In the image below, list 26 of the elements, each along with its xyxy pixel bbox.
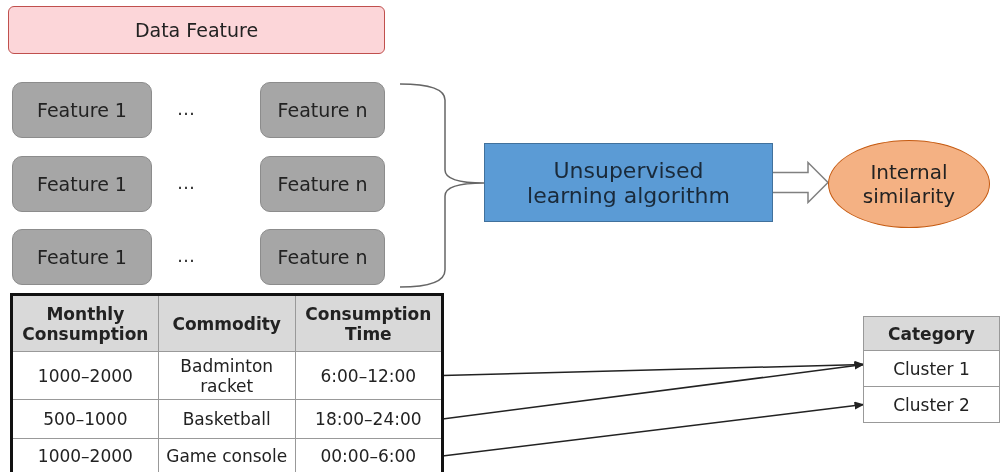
table-header-cell: Commodity xyxy=(158,294,296,352)
block-arrow xyxy=(772,160,830,205)
ellipsis-text: … xyxy=(177,98,195,119)
process-box: Unsupervised learning algorithm xyxy=(484,143,773,222)
table-cell: Badminton racket xyxy=(158,351,296,400)
table-cell: Cluster 1 xyxy=(863,350,1000,387)
table-header-cell: Monthly Consumption xyxy=(11,294,159,352)
table-header-cell: Consumption Time xyxy=(295,294,443,352)
table-cell: Cluster 2 xyxy=(863,386,1000,423)
arrow xyxy=(441,401,865,457)
arrow xyxy=(441,360,865,377)
table-cell: Basketball xyxy=(158,399,296,439)
arrow xyxy=(441,361,865,420)
ellipsis-text: … xyxy=(177,245,195,266)
feature-box: Feature 1 xyxy=(12,156,152,212)
table-cell: 500–1000 xyxy=(11,399,159,439)
feature-box: Feature n xyxy=(260,82,385,138)
title-box: Data Feature xyxy=(8,6,385,54)
ellipsis-text: … xyxy=(177,172,195,193)
feature-box: Feature 1 xyxy=(12,82,152,138)
feature-box: Feature 1 xyxy=(12,229,152,285)
table-header-cell: Category xyxy=(863,316,1000,351)
result-ellipse: Internal similarity xyxy=(828,140,990,228)
feature-box: Feature n xyxy=(260,229,385,285)
feature-box: Feature n xyxy=(260,156,385,212)
table-cell: 1000–2000 xyxy=(11,351,159,400)
